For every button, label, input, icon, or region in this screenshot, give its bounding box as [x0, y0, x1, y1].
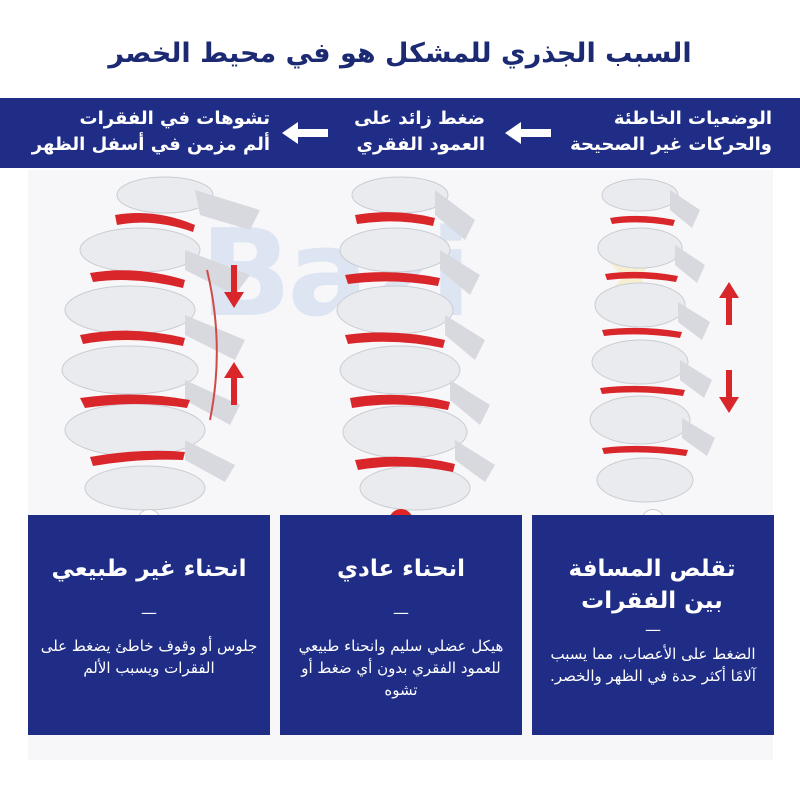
headline-title: السبب الجذري للمشكل هو في محيط الخصر: [108, 38, 692, 69]
step-deformities-pain: تشوهات في الفقرات ألم مزمن في أسفل الظهر: [31, 108, 270, 155]
card-divider: —: [645, 620, 661, 639]
bottom-margin: [0, 760, 800, 800]
spine-abnormal-curve-illustration: [61, 176, 260, 511]
card-title: انحناء عادي: [336, 556, 466, 582]
cause-chain-band: الوضعيات الخاطئة والحركات غير الصحيحة ضغ…: [0, 98, 800, 168]
step-excess-pressure: ضغط زائد على العمود الفقري: [354, 108, 485, 155]
card-description: الضغط على الأعصاب، مما يسبب آلامًا أكثر …: [550, 645, 756, 685]
card-normal-curve: انحناء عادي — هيكل عضلي سليم وانحناء طبي…: [280, 515, 522, 735]
arrow-left-icon: [505, 122, 551, 144]
card-title: انحناء غير طبيعي: [51, 556, 247, 582]
card-abnormal-curve: انحناء غير طبيعي — جلوس أو وقوف خاطئ يضغ…: [28, 515, 270, 735]
spine-narrowed-discs-illustration: [589, 178, 739, 503]
spine-normal-curve-illustration: [336, 176, 495, 511]
card-narrowed-space: تقلص المسافة بين الفقرات — الضغط على الأ…: [532, 515, 774, 735]
card-title: تقلص المسافة بين الفقرات: [568, 556, 736, 614]
arrow-left-icon: [282, 122, 328, 144]
card-description: هيكل عضلي سليم وانحناء طبيعي للعمود الفق…: [298, 637, 504, 699]
step-wrong-postures: الوضعيات الخاطئة والحركات غير الصحيحة: [570, 108, 772, 155]
card-description: جلوس أو وقوف خاطئ يضغط على الفقرات ويسبب…: [40, 637, 258, 677]
card-divider: —: [393, 603, 409, 622]
card-divider: —: [141, 603, 157, 622]
